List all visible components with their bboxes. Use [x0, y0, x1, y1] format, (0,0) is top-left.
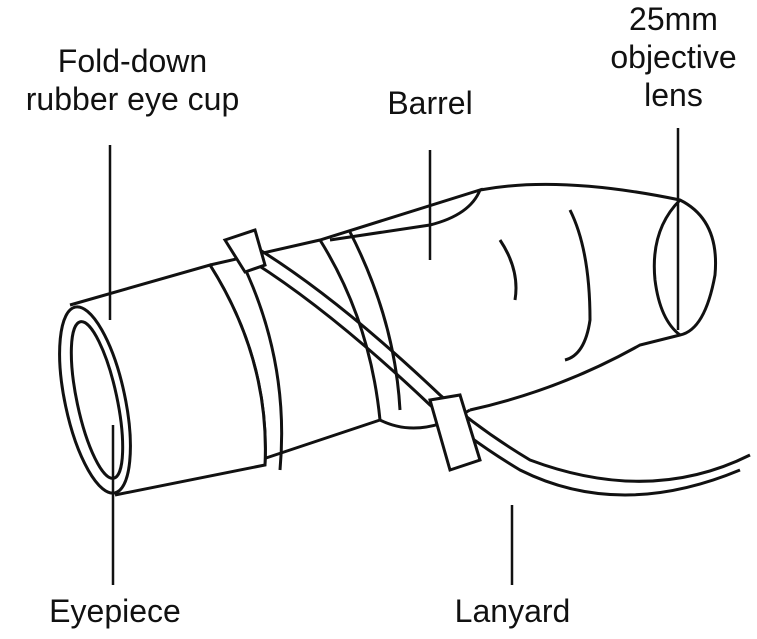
objective-end: [469, 182, 718, 412]
label-objective-lens: 25mm objective lens: [590, 0, 757, 114]
label-lens-line2: objective: [610, 39, 737, 75]
label-eye-cup: Fold-down rubber eye cup: [0, 42, 265, 118]
leader-lines: [108, 128, 680, 585]
label-eye-cup-line2: rubber eye cup: [25, 81, 240, 117]
label-eyepiece: Eyepiece: [49, 593, 181, 629]
label-lens-line3: lens: [644, 77, 703, 113]
label-barrel: Barrel: [387, 85, 473, 121]
label-lens-line1: 25mm: [629, 1, 718, 37]
label-eye-cup-line1: Fold-down: [57, 43, 208, 79]
eyepiece-tube: [58, 263, 267, 497]
label-lanyard: Lanyard: [454, 593, 571, 629]
lanyard-strap: [222, 228, 751, 497]
